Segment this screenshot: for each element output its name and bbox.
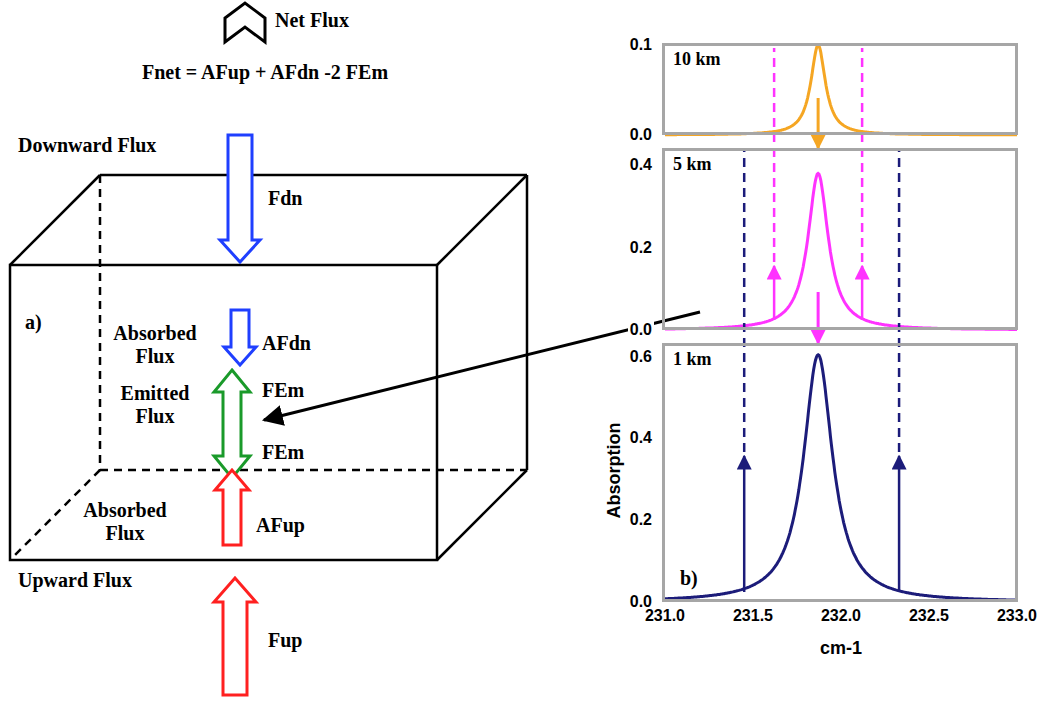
altitude-label: 5 km: [673, 154, 712, 175]
upward-flux-arrow: [214, 578, 256, 695]
tick-label: 0.2: [628, 511, 654, 529]
emission-arrow-stem: [817, 292, 820, 331]
tick-label: 0.1: [628, 36, 654, 54]
symbol-label: FEm: [262, 379, 304, 402]
transmitted-dashed-line: [898, 150, 901, 452]
tick-label: 232.5: [907, 607, 951, 625]
spectrum-panel: 5 km: [662, 148, 1018, 330]
emission-arrow: [817, 135, 820, 148]
cube-front-face: [10, 265, 437, 560]
tick-label: 0.0: [628, 321, 654, 339]
spectrum-panel: 1 km: [662, 343, 1018, 602]
axis-title: Absorption: [604, 422, 625, 518]
tick-label: 0.6: [628, 348, 654, 366]
panel-letter: b): [680, 567, 698, 590]
tick-label: 231.0: [643, 607, 687, 625]
altitude-label: 10 km: [673, 49, 721, 70]
tick-label: 0.0: [628, 126, 654, 144]
transmitted-arrow: [861, 266, 864, 320]
symbol-label: Fup: [268, 629, 302, 652]
tick-label: 0.2: [628, 239, 654, 257]
symbol-label: AFup: [256, 514, 305, 537]
transmitted-dashed-line: [743, 150, 746, 452]
transmitted-arrow: [773, 266, 776, 320]
symbol-label: Fdn: [268, 187, 302, 210]
transmitted-arrow: [743, 456, 746, 592]
downward-flux-arrow: [220, 135, 260, 262]
tick-label: 0.4: [628, 156, 654, 174]
equation: Fnet = AFup + AFdn -2 FEm: [142, 61, 388, 84]
cube-outline: [10, 175, 527, 560]
tick-label: 232.0: [819, 607, 863, 625]
panel-letter: a): [25, 311, 42, 334]
pointer-arrow: [264, 312, 700, 420]
flux-label: Net Flux: [275, 9, 349, 32]
transmitted-arrow: [898, 456, 901, 592]
emission-arrow-stem: [817, 98, 820, 136]
cube-hidden-edge: [100, 469, 527, 472]
altitude-label: 1 km: [673, 349, 712, 370]
tick-label: 0.4: [628, 429, 654, 447]
spectrum-panel: 10 km: [662, 43, 1018, 135]
cube-edge: [100, 174, 527, 177]
flux-label: Downward Flux: [18, 134, 156, 157]
symbol-label: AFdn: [262, 332, 311, 355]
flux-label: Absorbed Flux: [75, 499, 175, 545]
cube-hidden-edge: [99, 175, 102, 470]
tick-label: 231.5: [731, 607, 775, 625]
axis-title: cm-1: [820, 638, 862, 659]
net-flux-arrow: [225, 3, 265, 42]
spectrum-chart: [665, 45, 1017, 600]
absorbed-up-arrow: [215, 470, 249, 545]
tick-label: 233.0: [995, 607, 1039, 625]
cube-edge: [10, 175, 100, 265]
absorption-curve: [665, 45, 1017, 135]
flux-label: Upward Flux: [18, 569, 132, 592]
absorbed-down-arrow: [224, 310, 256, 365]
emission-arrow: [817, 330, 820, 343]
symbol-label: FEm: [262, 441, 304, 464]
flux-arrows: [214, 3, 265, 695]
transmitted-dashed-line: [773, 48, 776, 262]
absorption-curve: [665, 173, 1017, 329]
transmitted-dashed-line: [861, 48, 864, 262]
cube-edge: [526, 175, 529, 470]
cube-edge: [437, 470, 527, 560]
cube-edge: [437, 175, 527, 265]
flux-label: Emitted Flux: [108, 382, 203, 428]
emitted-flux-arrow: [214, 370, 250, 478]
flux-label: Absorbed Flux: [108, 322, 203, 368]
absorption-curve: [665, 355, 1017, 600]
